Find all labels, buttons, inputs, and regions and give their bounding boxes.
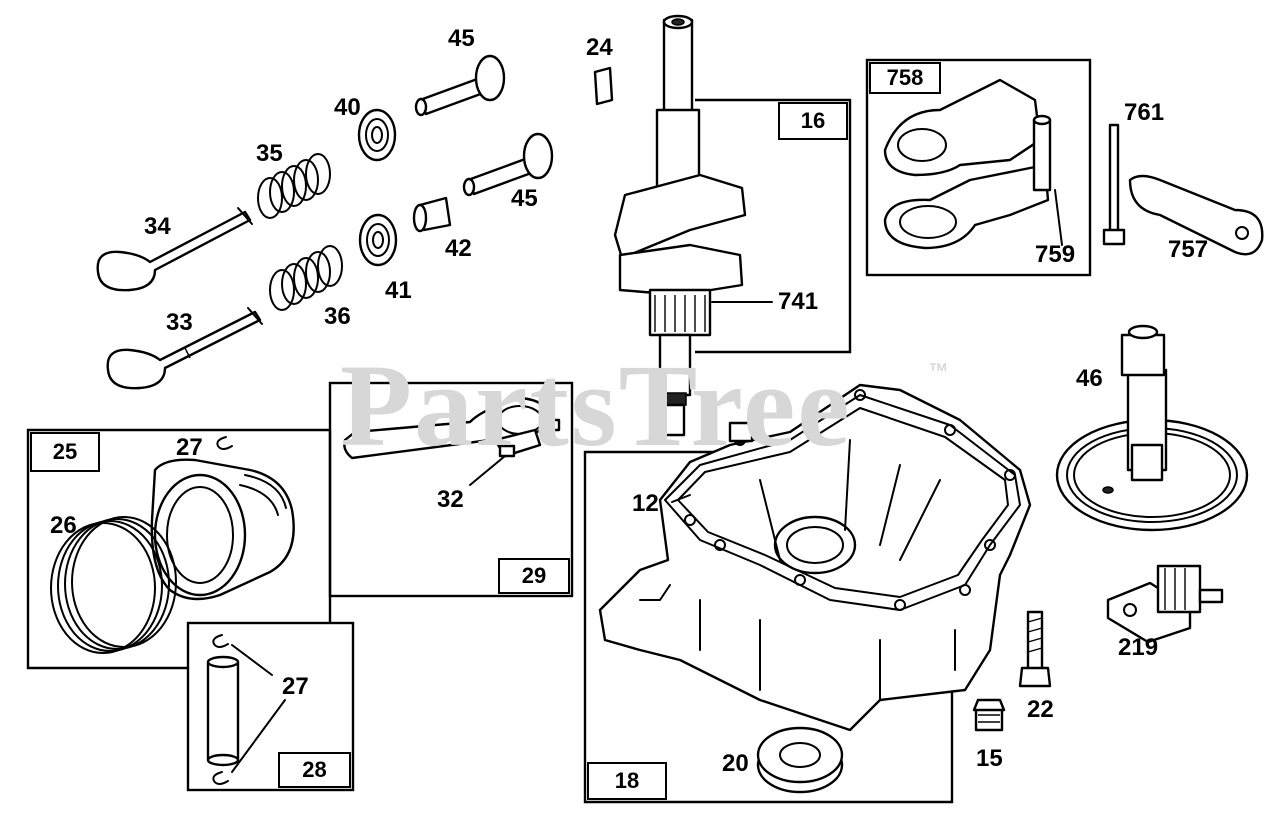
callout-35[interactable]: 35 [256,140,283,167]
callout-29[interactable]: 29 [498,558,570,594]
spring-retainer-41 [358,213,398,267]
callout-45-lower[interactable]: 45 [511,185,538,212]
oil-seal [756,726,844,794]
callout-34[interactable]: 34 [144,213,171,240]
leader-27-lower [231,699,286,773]
leader-32 [469,455,506,486]
tappet-upper [414,54,506,117]
retaining-rings [212,436,233,785]
leader-27-upper [231,644,273,676]
callout-761[interactable]: 761 [1124,99,1165,126]
drain-plug [972,698,1006,732]
callout-40[interactable]: 40 [334,94,361,121]
callout-759[interactable]: 759 [1035,241,1076,268]
watermark-trademark: ™ [928,360,948,382]
group-frame-28 [186,621,355,792]
callout-28[interactable]: 28 [278,752,351,788]
callout-757[interactable]: 757 [1168,236,1209,263]
callout-24[interactable]: 24 [586,34,613,61]
callout-45-upper[interactable]: 45 [448,25,475,52]
callout-33[interactable]: 33 [166,309,193,336]
balance-pin [1032,114,1052,192]
callout-26[interactable]: 26 [50,512,77,539]
callout-20[interactable]: 20 [722,750,749,777]
callout-22[interactable]: 22 [1027,696,1054,723]
governor-assembly [1106,564,1224,644]
leader-759 [1054,189,1063,246]
piston-pin [206,655,240,767]
callout-36[interactable]: 36 [324,303,351,330]
crankshaft-key [593,66,614,106]
link-rod [1128,174,1264,256]
group-frame-29 [328,381,574,598]
callout-219[interactable]: 219 [1118,634,1159,661]
group-frame-16 [695,98,852,354]
leader-12 [671,494,691,503]
spring-retainer-40 [357,108,397,162]
counterweight-lower [883,163,1050,250]
valve-spring-upper [257,153,331,219]
callout-41[interactable]: 41 [385,277,412,304]
tappet-lower [462,132,554,197]
valve-exhaust [106,307,263,390]
group-frame-18 [583,450,954,804]
piston-rings [50,516,177,654]
valve-intake [96,207,253,292]
watermark: PartsTree [340,340,852,471]
valve-spring-lower [269,245,343,311]
valve-keeper [412,196,452,233]
link-bolt [1102,123,1126,246]
callout-32[interactable]: 32 [437,486,464,513]
crankcase-cover [598,383,1032,732]
callout-42[interactable]: 42 [445,235,472,262]
callout-46[interactable]: 46 [1076,365,1103,392]
callout-27-piston[interactable]: 27 [176,434,203,461]
callout-758[interactable]: 758 [869,62,941,94]
callout-15[interactable]: 15 [976,745,1003,772]
cover-screw [1018,610,1052,688]
callout-25[interactable]: 25 [30,432,100,472]
crankshaft [613,14,747,437]
callout-16[interactable]: 16 [778,102,848,140]
connecting-rod [343,396,561,460]
callout-18[interactable]: 18 [587,762,667,800]
camshaft-gear [1055,324,1249,532]
group-frame-758 [865,58,1092,277]
callout-741[interactable]: 741 [778,288,819,315]
piston [150,458,295,601]
counterweight-upper [883,78,1042,177]
callout-12[interactable]: 12 [632,490,659,517]
callout-27-pin[interactable]: 27 [282,673,309,700]
